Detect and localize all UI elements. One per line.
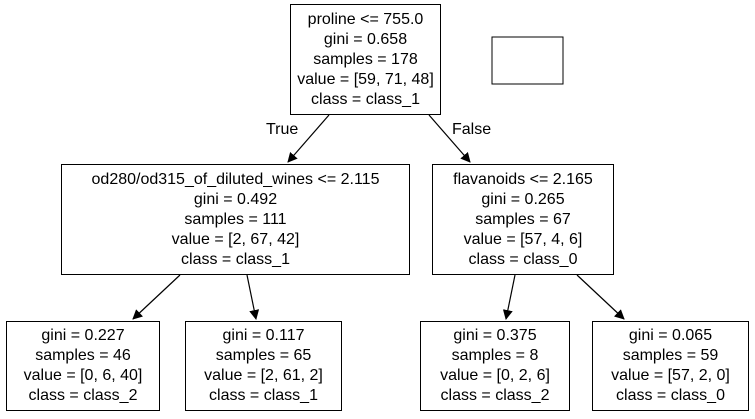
- node-left-left-class: class = class_2: [28, 387, 138, 404]
- node-right-right-class: class = class_0: [616, 387, 725, 404]
- edge-right-rightright: [576, 274, 625, 320]
- node-left-right: gini = 0.117 samples = 65 value = [2, 61…: [185, 321, 342, 411]
- node-left-value: value = [2, 67, 42]: [171, 230, 300, 248]
- node-left: od280/od315_of_diluted_wines <= 2.115 gi…: [61, 164, 410, 275]
- edge-root-left: [287, 114, 330, 163]
- node-right-value: value = [57, 4, 6]: [463, 230, 583, 248]
- edge-label-false: False: [452, 121, 492, 138]
- node-right-left-class: class = class_2: [440, 387, 550, 404]
- node-right-right-samples: samples = 59: [622, 347, 719, 364]
- node-left-right-samples: samples = 65: [215, 347, 312, 364]
- node-right-left-value: value = [0, 2, 6]: [440, 367, 550, 384]
- node-right-left-samples: samples = 8: [451, 347, 539, 364]
- node-left-left: gini = 0.227 samples = 46 value = [0, 6,…: [6, 321, 160, 411]
- node-left-left-value: value = [0, 6, 40]: [23, 367, 143, 384]
- edge-label-true: True: [266, 121, 299, 138]
- node-root-class: class = class_1: [311, 90, 420, 108]
- node-root-gini: gini = 0.658: [323, 30, 408, 48]
- node-right-class: class = class_0: [468, 250, 578, 268]
- legend-box: [491, 36, 564, 85]
- node-right-gini: gini = 0.265: [481, 190, 565, 208]
- edge-left-leftright: [246, 274, 260, 320]
- node-left-left-samples: samples = 46: [35, 347, 131, 364]
- node-right-condition: flavanoids <= 2.165: [453, 170, 593, 188]
- node-right-left-gini: gini = 0.375: [453, 327, 537, 344]
- node-root-value: value = [59, 71, 48]: [297, 70, 434, 88]
- node-right-right-gini: gini = 0.065: [628, 327, 713, 344]
- node-root: proline <= 755.0 gini = 0.658 samples = …: [290, 4, 441, 115]
- node-right-right-value: value = [57, 2, 0]: [611, 367, 730, 384]
- edge-right-rightleft: [502, 274, 516, 320]
- node-right-right: gini = 0.065 samples = 59 value = [57, 2…: [592, 321, 749, 411]
- node-left-gini: gini = 0.492: [193, 190, 278, 208]
- node-left-right-gini: gini = 0.117: [222, 327, 305, 344]
- node-right: flavanoids <= 2.165 gini = 0.265 samples…: [432, 164, 614, 275]
- node-left-right-value: value = [2, 61, 2]: [204, 367, 323, 384]
- node-left-condition: od280/od315_of_diluted_wines <= 2.115: [91, 170, 380, 188]
- edge-left-leftleft: [132, 274, 181, 320]
- node-left-class: class = class_1: [181, 250, 290, 268]
- node-left-left-gini: gini = 0.227: [41, 327, 125, 344]
- node-left-samples: samples = 111: [184, 210, 287, 228]
- node-left-right-class: class = class_1: [209, 387, 318, 404]
- node-right-samples: samples = 67: [475, 210, 571, 228]
- node-root-condition: proline <= 755.0: [307, 10, 424, 28]
- edge-root-right: [428, 114, 471, 163]
- node-root-samples: samples = 178: [313, 50, 418, 68]
- node-right-left: gini = 0.375 samples = 8 value = [0, 2, …: [420, 321, 570, 411]
